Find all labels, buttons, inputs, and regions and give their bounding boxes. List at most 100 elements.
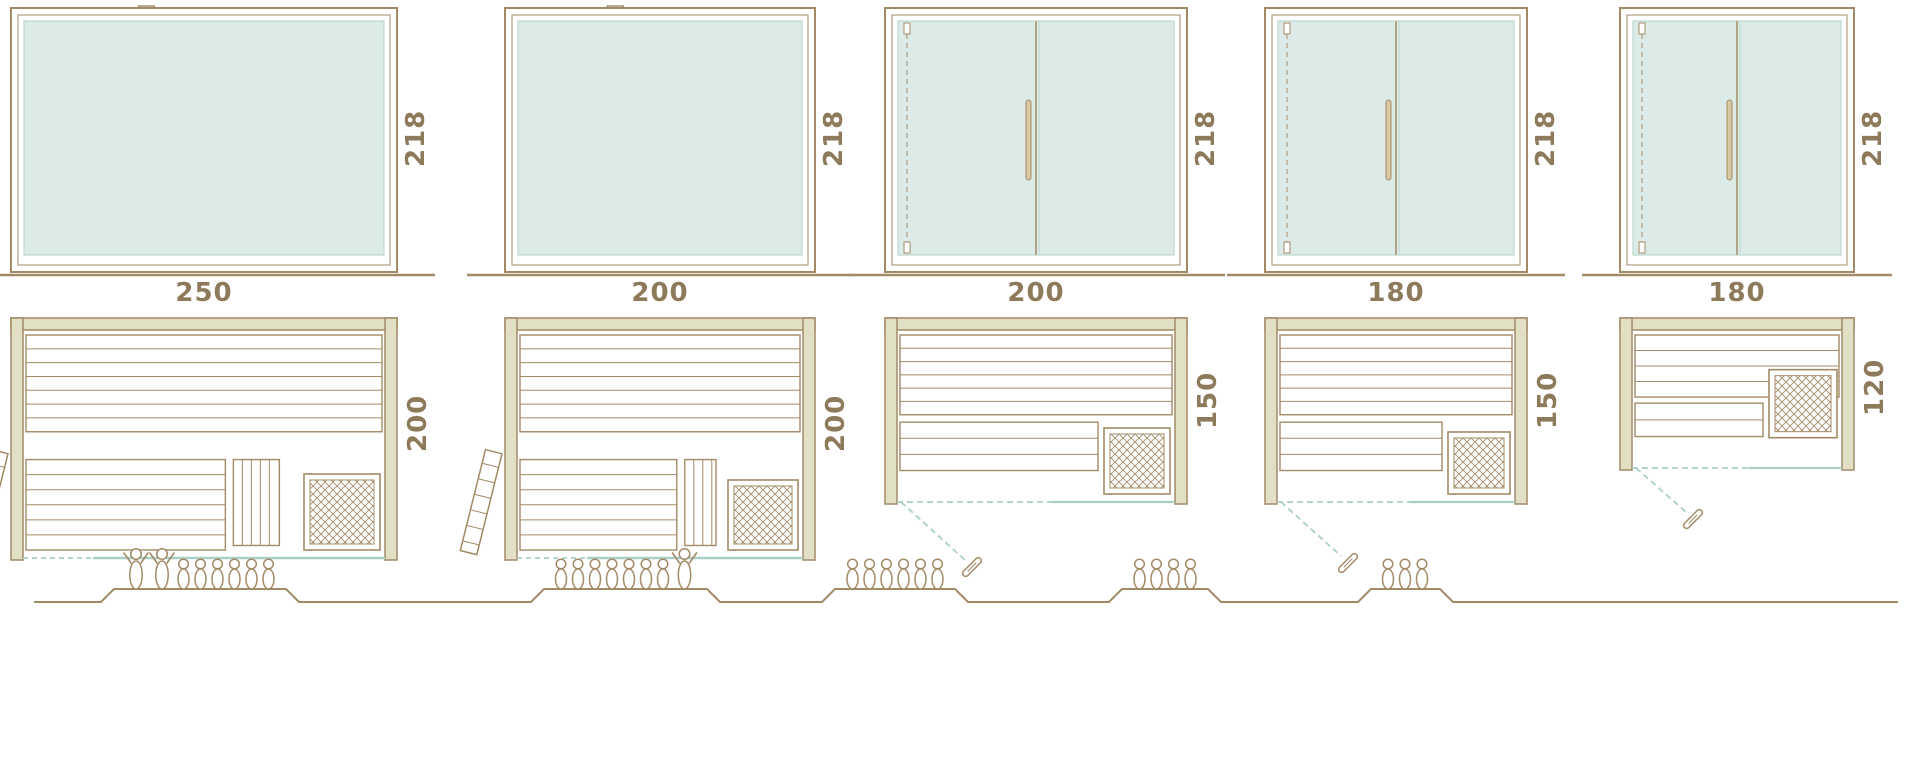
door-handle-icon: [1025, 99, 1032, 181]
person-icon: [1150, 558, 1163, 590]
person-icon: [1133, 558, 1146, 590]
plan-depth-label: 200: [403, 394, 433, 452]
person-icon: [1415, 558, 1429, 590]
capacity-group-2: [554, 547, 698, 590]
hinge-icon: [1638, 241, 1646, 254]
person-icon: [1381, 558, 1395, 590]
wall-back: [1619, 317, 1855, 331]
wall-left: [1264, 317, 1278, 505]
hinge-icon: [903, 22, 911, 35]
wall-right: [1841, 317, 1855, 471]
person-icon: [656, 558, 670, 590]
frame-inner: [891, 14, 1181, 266]
person-icon: [245, 558, 258, 590]
wall-left: [884, 317, 898, 505]
door-swing-dashed: [1280, 501, 1342, 557]
back-bench: [25, 334, 383, 433]
capacity-group-1: [123, 547, 275, 590]
hinge-icon: [1283, 241, 1291, 254]
person-icon: [228, 558, 241, 590]
person-icon: [622, 558, 636, 590]
person-icon: [123, 547, 149, 590]
frame-inner: [1626, 14, 1848, 266]
lower-bench: [1279, 421, 1443, 472]
elevation-drawing: [1582, 7, 1892, 277]
door-handle-icon: [1726, 99, 1733, 181]
person-icon: [931, 558, 944, 590]
open-door-leaf: [459, 448, 503, 556]
hinge-icon: [1283, 22, 1291, 35]
bench-step: [232, 458, 281, 547]
frame-inner: [511, 14, 809, 266]
frame-inner: [1271, 14, 1521, 266]
elevation-drawing: [1227, 7, 1565, 277]
frame-inner: [17, 14, 391, 266]
person-icon: [671, 547, 698, 590]
door-handle-icon: [961, 556, 983, 578]
floor-plan-drawing: [0, 317, 398, 561]
person-icon: [588, 558, 602, 590]
floor-plan-drawing: [1264, 317, 1528, 574]
person-icon: [554, 558, 568, 590]
person-icon: [262, 558, 275, 590]
elevation-height-label: 218: [401, 109, 431, 167]
ground-line: [34, 588, 1898, 603]
door-handle-icon: [1385, 99, 1392, 181]
elevation-width-label: 180: [1708, 278, 1766, 308]
person-icon: [1184, 558, 1197, 590]
elevation-width-label: 180: [1367, 278, 1425, 308]
wall-left: [1619, 317, 1633, 471]
person-icon: [1167, 558, 1180, 590]
person-icon: [897, 558, 910, 590]
person-icon: [1398, 558, 1412, 590]
elevation-width-label: 250: [175, 278, 233, 308]
floor-plan-drawing: [459, 317, 816, 561]
person-icon: [605, 558, 619, 590]
door-handle-icon: [1337, 552, 1359, 574]
person-icon: [211, 558, 224, 590]
wall-back: [884, 317, 1188, 331]
door-handle-icon: [1682, 508, 1704, 530]
wall-right: [1174, 317, 1188, 505]
elevation-drawing: [0, 5, 435, 277]
door-swing-dashed: [1635, 467, 1687, 513]
wall-right: [384, 317, 398, 561]
plan-depth-label: 150: [1193, 371, 1223, 430]
hinge-icon: [1638, 22, 1646, 35]
person-icon: [639, 558, 653, 590]
floor-plan-drawing: [884, 317, 1188, 578]
lower-bench: [899, 421, 1099, 472]
capacity-group-5: [1381, 558, 1429, 590]
elevation-width-label: 200: [1007, 278, 1065, 308]
elevation-height-label: 218: [1531, 109, 1561, 167]
open-door-leaf: [0, 448, 9, 556]
person-icon: [149, 547, 175, 590]
glass-panel: [23, 20, 385, 256]
door-swing-dashed: [900, 501, 966, 561]
capacity-group-4: [1133, 558, 1197, 590]
wall-left: [10, 317, 24, 561]
elevation-drawing: [467, 5, 853, 277]
bench-step: [684, 458, 717, 547]
capacity-ground-strip: [34, 547, 1898, 603]
wall-left: [504, 317, 518, 561]
hinge-icon: [903, 241, 911, 254]
elevation-width-label: 200: [631, 278, 689, 308]
person-icon: [863, 558, 876, 590]
back-bench: [519, 334, 801, 433]
person-icon: [880, 558, 893, 590]
wall-right: [802, 317, 816, 561]
wall-back: [504, 317, 816, 331]
floor-plan-drawing: [1619, 317, 1855, 530]
plan-depth-label: 150: [1533, 371, 1563, 430]
person-icon: [571, 558, 585, 590]
person-icon: [914, 558, 927, 590]
elevation-height-label: 218: [1191, 109, 1221, 167]
elevation-drawing: [847, 7, 1225, 277]
plan-depth-label: 120: [1860, 358, 1890, 416]
person-icon: [194, 558, 207, 590]
elevation-height-label: 218: [1858, 109, 1888, 167]
glass-panel: [517, 20, 803, 256]
wall-right: [1514, 317, 1528, 505]
